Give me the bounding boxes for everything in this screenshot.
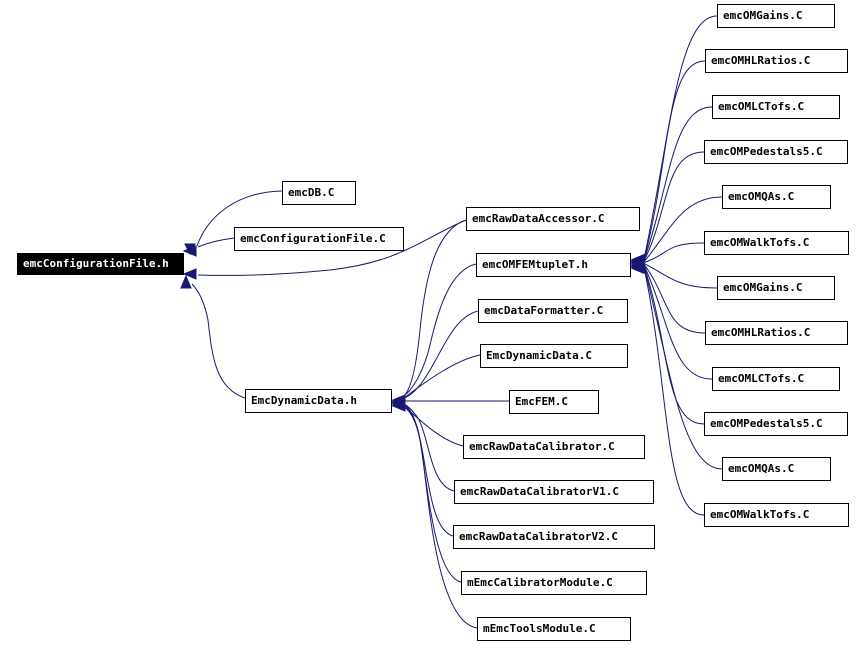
node-memccalibratormodule-c[interactable]: mEmcCalibratorModule.C [461,571,647,595]
edge-emcdb-c-to-root [196,190,283,247]
edge-memctoolsmodule-c-to-dyn [403,406,478,629]
node-emcomfemtuplet-h[interactable]: emcOMFEMtupleT.h [476,253,631,277]
node-emcomqas-c[interactable]: emcOMQAs.C [722,185,831,209]
edge-om-0-to-emcomfemtuplet-h [643,15,718,259]
edge-emcrawdatacalibratorv2-c-to-dyn [403,404,454,537]
edge-emcdynamicdata-h-to-root-arrowhead [180,274,192,289]
edge-emcdataformatter-c-to-dyn [403,310,479,399]
node-memctoolsmodule-c[interactable]: mEmcToolsModule.C [477,617,631,641]
edge-emcconfigurationfile-c-to-root-arrowhead [182,245,197,257]
edge-memctoolsmodule-c-to-dyn-arrowhead [391,400,406,412]
node-emcomwalktofs-c[interactable]: emcOMWalkTofs.C [704,231,849,255]
node-emcomhlratios-c-2[interactable]: emcOMHLRatios.C [705,321,848,345]
edge-emcrawdatacalibratorv1-c-to-dyn [403,403,455,492]
node-emcrawdatacalibratorv1-c[interactable]: emcRawDataCalibratorV1.C [454,480,654,504]
node-emcdynamicdata-c[interactable]: EmcDynamicData.C [480,344,628,368]
edge-emcomfemtuplet-h-to-dyn [403,263,477,397]
edge-emcconfigurationfile-c-to-root [197,237,235,248]
node-emcconfigurationfile-c[interactable]: emcConfigurationFile.C [234,227,404,251]
edge-emcrawdataaccessor-c-to-dyn [403,219,467,397]
edge-om-7-to-emcomfemtuplet-h [643,263,706,334]
edge-emcdynamicdata-h-to-root [191,283,246,399]
edge-om-11-to-emcomfemtuplet-h-arrowhead [630,262,645,275]
edge-om-5-to-emcomfemtuplet-h [643,242,705,264]
edge-om-11-to-emcomfemtuplet-h [643,267,705,516]
edge-om-3-to-emcomfemtuplet-h [643,151,705,262]
node-emcomlctofs-c[interactable]: emcOMLCTofs.C [712,95,840,119]
node-emcrawdatacalibrator-c[interactable]: emcRawDataCalibrator.C [463,435,645,459]
edge-om-2-to-emcomfemtuplet-h [643,106,713,261]
edge-om-8-to-emcomfemtuplet-h [643,264,713,380]
node-emcomhlratios-c[interactable]: emcOMHLRatios.C [705,49,848,73]
node-emcomgains-c-2[interactable]: emcOMGains.C [717,276,835,300]
node-emcconfigurationfile-h[interactable]: emcConfigurationFile.h [17,253,184,275]
node-emcompedestals5-c-2[interactable]: emcOMPedestals5.C [704,412,848,436]
edge-om-9-to-emcomfemtuplet-h [643,265,705,425]
node-emcompedestals5-c[interactable]: emcOMPedestals5.C [704,140,848,164]
edge-om-1-to-emcomfemtuplet-h [643,60,706,260]
node-emcomlctofs-c-2[interactable]: emcOMLCTofs.C [712,367,840,391]
edge-emcomfemtuplet-h-to-root [197,219,467,276]
node-emcdynamicdata-h[interactable]: EmcDynamicData.h [245,389,392,413]
edge-emcomfemtuplet-h-to-root-arrowhead [182,268,197,280]
node-emcfem-c[interactable]: EmcFEM.C [509,390,599,414]
node-emcomwalktofs-c-2[interactable]: emcOMWalkTofs.C [704,503,849,527]
node-emcrawdataaccessor-c[interactable]: emcRawDataAccessor.C [466,207,640,231]
node-emcomqas-c-2[interactable]: emcOMQAs.C [722,457,831,481]
node-emcomgains-c[interactable]: emcOMGains.C [717,4,835,28]
node-emcdb-c[interactable]: emcDB.C [282,181,356,205]
node-emcrawdatacalibratorv2-c[interactable]: emcRawDataCalibratorV2.C [453,525,655,549]
node-emcdataformatter-c[interactable]: emcDataFormatter.C [478,299,628,323]
edge-emcdynamicdata-c-to-dyn [403,354,481,399]
edge-om-4-to-emcomfemtuplet-h [643,196,723,263]
edge-om-6-to-emcomfemtuplet-h [643,262,718,289]
edge-memccalibratormodule-c-to-dyn [403,405,462,583]
edge-om-10-to-emcomfemtuplet-h [643,266,723,470]
